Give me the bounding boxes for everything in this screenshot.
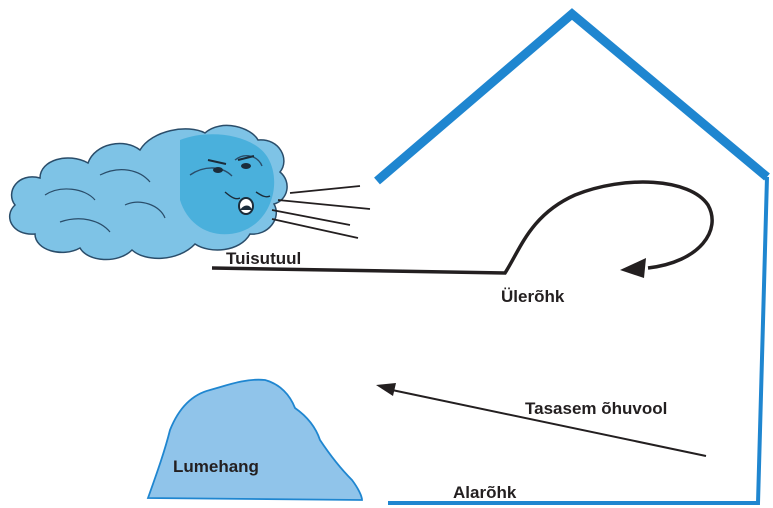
cloud-face-shade: [180, 134, 275, 235]
label-overpressure: Ülerõhk: [501, 287, 565, 306]
airflow-arrow-head: [376, 383, 396, 396]
building-wall: [388, 176, 769, 505]
wind-lines: [271, 185, 371, 239]
cloud-eye-right: [241, 163, 251, 169]
blowing-cloud-face-icon: [9, 124, 288, 261]
building-outline: [374, 8, 770, 505]
overpressure-flow-line: [211, 180, 714, 275]
snowdrift-shape: [146, 378, 363, 501]
roof: [374, 8, 770, 185]
overpressure-arrow-head: [620, 258, 646, 278]
label-airflow: Tasasem õhuvool: [525, 399, 667, 418]
airflow-arrow-line: [391, 389, 707, 457]
label-underpressure: Alarõhk: [453, 483, 517, 502]
label-wind: Tuisutuul: [226, 249, 301, 268]
cloud-eye-left: [213, 167, 223, 173]
label-snowdrift: Lumehang: [173, 457, 259, 476]
